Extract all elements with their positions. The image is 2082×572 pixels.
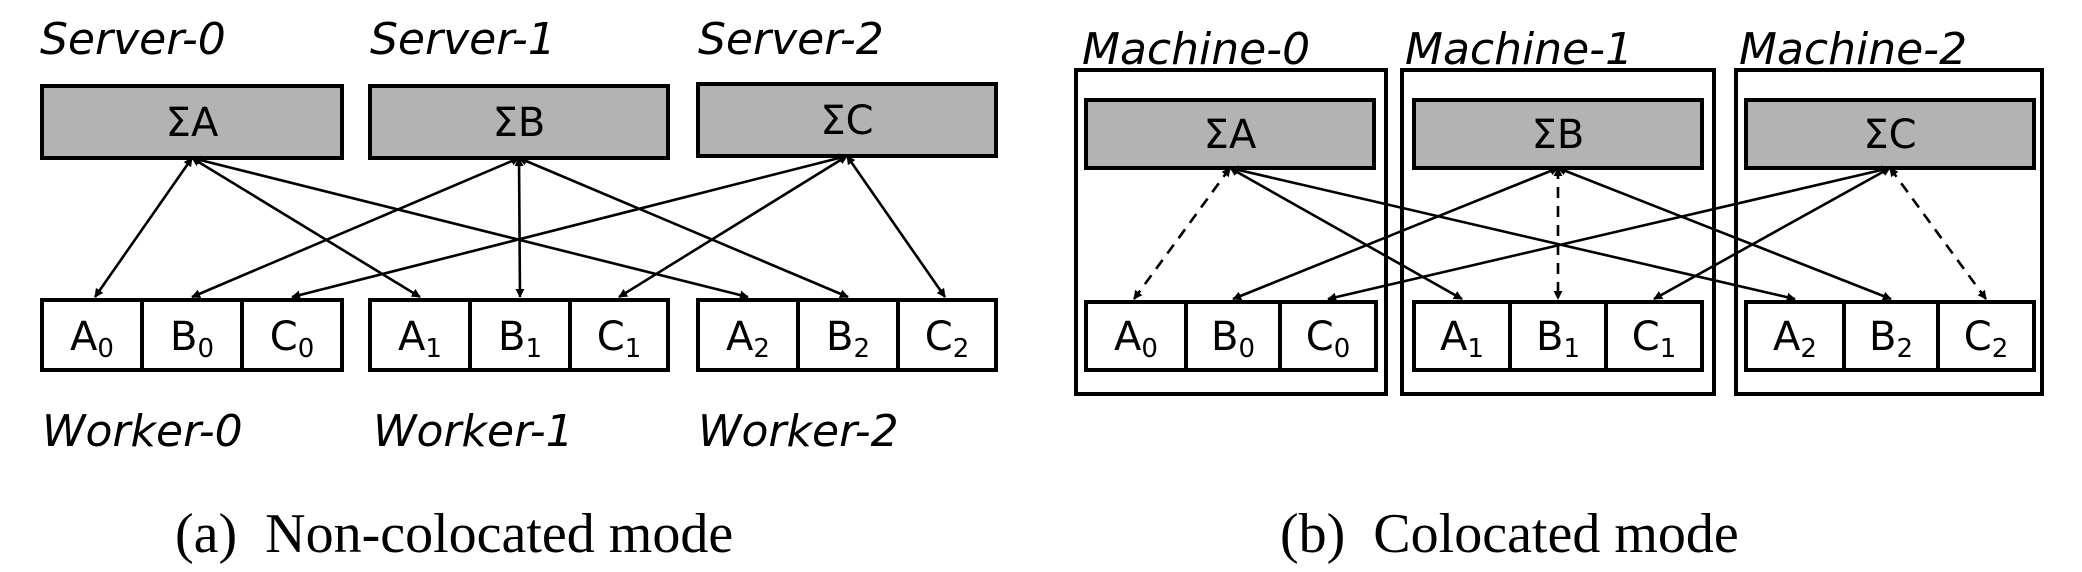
machine-2-name: Machine-2 — [1739, 24, 1967, 75]
machine-0-cell-b0: B0 — [1211, 314, 1255, 364]
panel-b-caption: (b) Colocated mode — [1280, 503, 1739, 565]
cell-c0: C0 — [270, 314, 314, 364]
cell-b2: B2 — [826, 314, 870, 364]
arrow-sumA-a1 — [191, 156, 421, 299]
machine-1-label: ΣB — [1532, 112, 1585, 158]
server-2: ΣC — [696, 82, 998, 158]
panel-a-non-colocated: Server-0 Server-1 Server-2 ΣA ΣB ΣC A0 B… — [40, 14, 998, 565]
machine-1-cells: A1 B1 C1 — [1412, 300, 1704, 372]
local-arrow-sumC-c2 — [1888, 167, 1988, 300]
machine-2-cells: A2 B2 C2 — [1744, 300, 2036, 372]
cell-b0: B0 — [170, 314, 214, 364]
server-0-name: Server-0 — [40, 14, 226, 65]
machine-2-server: ΣC — [1744, 98, 2036, 170]
machine-2-cell-a2: A2 — [1773, 314, 1817, 364]
server-0-label: ΣA — [166, 100, 219, 146]
cell-c1: C1 — [597, 314, 641, 364]
arrow-sumB-b1 — [514, 157, 525, 298]
machine-0-cell-c0: C0 — [1306, 314, 1350, 364]
machine-0-cell-a0: A0 — [1114, 314, 1158, 364]
machine-0-cells: A0 B0 C0 — [1084, 300, 1378, 372]
panel-a-arrows — [93, 153, 947, 300]
server-2-name: Server-2 — [698, 14, 884, 65]
machine-1-cell-b1: B1 — [1536, 314, 1580, 364]
machine-1-server: ΣB — [1412, 98, 1704, 170]
local-arrow-sumA-a0 — [1132, 167, 1232, 300]
arrow-sumC-c1 — [1653, 166, 1891, 301]
machine-0-label: ΣA — [1204, 112, 1257, 158]
server-0: ΣA — [40, 84, 344, 160]
arrow-sumA-a1 — [1229, 166, 1463, 301]
worker-0-cells: A0 B0 C0 — [40, 298, 344, 372]
machine-2-cell-b2: B2 — [1869, 314, 1913, 364]
panel-b-colocated: Machine-0 Machine-1 Machine-2 ΣA ΣB ΣC A… — [1074, 24, 2044, 565]
machine-2-cell-c2: C2 — [1964, 314, 2008, 364]
arrow-sumC-c1 — [618, 154, 848, 299]
arrow-sumA-a0 — [93, 157, 194, 298]
worker-1-cells: A1 B1 C1 — [368, 298, 670, 372]
worker-2-cells: A2 B2 C2 — [696, 298, 998, 372]
cell-c2: C2 — [925, 314, 969, 364]
panel-b-arrows — [1132, 165, 1988, 302]
arrow-sumC-c0 — [291, 153, 848, 300]
cell-a1: A1 — [398, 314, 442, 364]
cell-a2: A2 — [726, 314, 770, 364]
worker-1-name: Worker-1 — [373, 406, 574, 457]
machine-0-name: Machine-0 — [1082, 24, 1310, 75]
server-1-name: Server-1 — [370, 14, 556, 65]
machine-1-name: Machine-1 — [1405, 24, 1633, 75]
panel-a-caption: (a) Non-colocated mode — [175, 503, 733, 565]
worker-0-name: Worker-0 — [42, 406, 243, 457]
server-1-label: ΣB — [493, 100, 546, 146]
machine-0-server: ΣA — [1084, 98, 1376, 170]
machine-1-cell-a1: A1 — [1440, 314, 1484, 364]
cell-b1: B1 — [498, 314, 542, 364]
machine-2-label: ΣC — [1863, 112, 1916, 158]
cell-a0: A0 — [70, 314, 114, 364]
arrow-sumC-c2 — [845, 155, 947, 298]
server-2-label: ΣC — [820, 98, 873, 144]
worker-2-name: Worker-2 — [698, 406, 899, 457]
server-1: ΣB — [368, 84, 670, 160]
machine-1-cell-c1: C1 — [1632, 314, 1676, 364]
